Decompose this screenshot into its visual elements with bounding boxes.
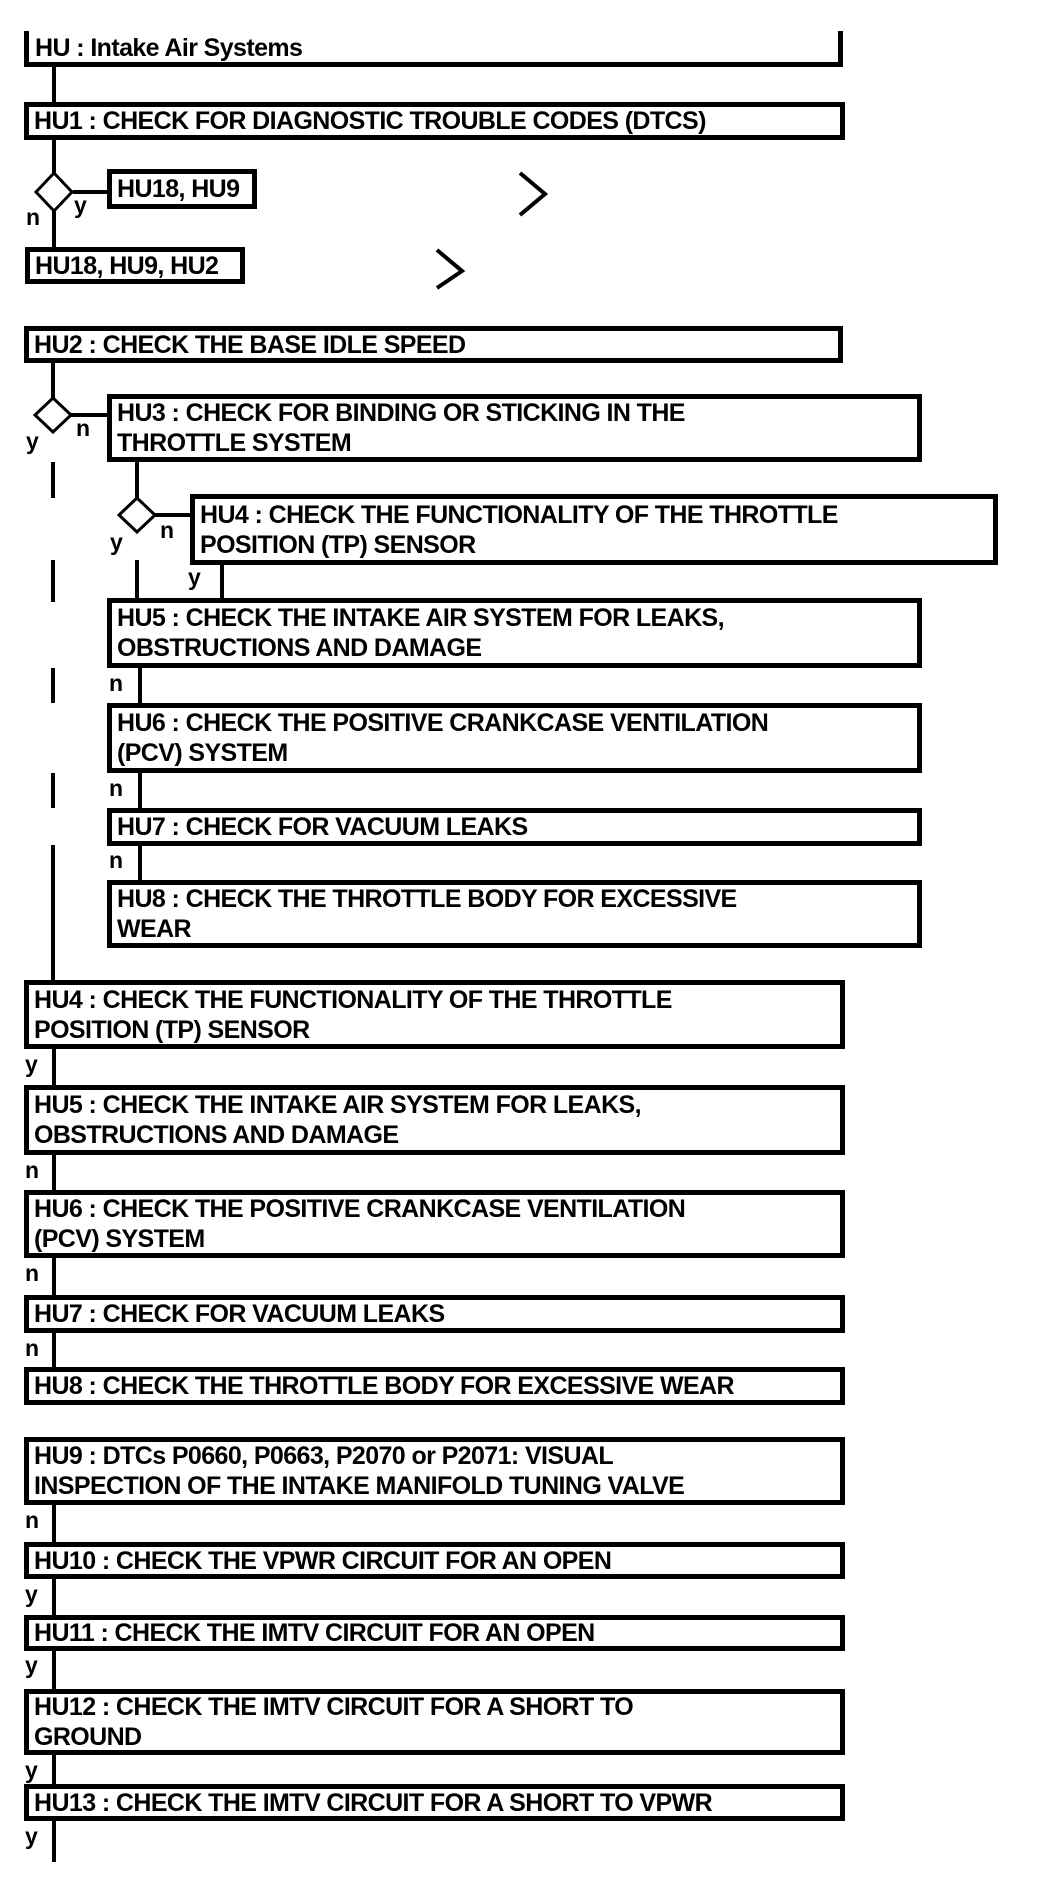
branch-label-no: n (25, 1335, 39, 1361)
node-hu4-nested[interactable]: HU4 : CHECK THE FUNCTIONALITY OF THE THR… (190, 494, 998, 565)
node-hu12-line: HU12 : CHECK THE IMTV CIRCUIT FOR A SHOR… (34, 1693, 634, 1721)
node-ref-line: HU18, HU9 (117, 175, 240, 203)
node-hu3-line: HU3 : CHECK FOR BINDING OR STICKING IN T… (117, 399, 685, 427)
node-hu5-line: OBSTRUCTIONS AND DAMAGE (117, 634, 482, 662)
branch-label-no: n (25, 1157, 39, 1183)
decision-diamond-icon (32, 395, 74, 435)
node-hu11[interactable]: HU11 : CHECK THE IMTV CIRCUIT FOR AN OPE… (24, 1615, 845, 1651)
node-hu5[interactable]: HU5 : CHECK THE INTAKE AIR SYSTEM FOR LE… (24, 1085, 845, 1155)
node-hu8-line: WEAR (117, 915, 192, 943)
title-bracket: HU : Intake Air Systems (24, 31, 843, 67)
node-hu9[interactable]: HU9 : DTCs P0660, P0663, P2070 or P2071:… (24, 1437, 845, 1505)
branch-label-yes: y (25, 1757, 38, 1783)
node-hu11-line: HU11 : CHECK THE IMTV CIRCUIT FOR AN OPE… (34, 1619, 595, 1647)
node-hu7-line: HU7 : CHECK FOR VACUUM LEAKS (117, 813, 528, 841)
node-hu4-line: HU4 : CHECK THE FUNCTIONALITY OF THE THR… (200, 500, 838, 529)
node-hu4-line: POSITION (TP) SENSOR (200, 530, 476, 559)
node-hu5-line: OBSTRUCTIONS AND DAMAGE (34, 1121, 399, 1149)
branch-label-yes: y (74, 192, 87, 218)
node-hu9-line: INSPECTION OF THE INTAKE MANIFOLD TUNING… (34, 1472, 685, 1500)
node-hu7-line: HU7 : CHECK FOR VACUUM LEAKS (34, 1300, 445, 1328)
node-hu6-line: HU6 : CHECK THE POSITIVE CRANKCASE VENTI… (117, 709, 769, 737)
node-hu6-line: (PCV) SYSTEM (34, 1225, 205, 1253)
node-hu10-line: HU10 : CHECK THE VPWR CIRCUIT FOR AN OPE… (34, 1546, 612, 1575)
node-hu5-nested[interactable]: HU5 : CHECK THE INTAKE AIR SYSTEM FOR LE… (107, 598, 922, 668)
decision-diamond-icon (33, 170, 75, 214)
branch-label-no: n (76, 415, 90, 441)
node-hu4-line: HU4 : CHECK THE FUNCTIONALITY OF THE THR… (34, 985, 672, 1014)
node-hu1-line: HU1 : CHECK FOR DIAGNOSTIC TROUBLE CODES… (34, 107, 706, 135)
branch-label-no: n (160, 517, 174, 543)
branch-label-no: n (26, 204, 40, 230)
page-title: HU : Intake Air Systems (35, 34, 303, 62)
node-hu10[interactable]: HU10 : CHECK THE VPWR CIRCUIT FOR AN OPE… (24, 1542, 845, 1579)
node-hu6[interactable]: HU6 : CHECK THE POSITIVE CRANKCASE VENTI… (24, 1190, 845, 1258)
branch-label-no: n (109, 847, 123, 873)
branch-label-yes: y (25, 1051, 38, 1077)
node-hu7-nested[interactable]: HU7 : CHECK FOR VACUUM LEAKS (107, 808, 922, 846)
branch-label-yes: y (110, 529, 123, 555)
branch-label-yes: y (188, 564, 201, 590)
node-hu12-line: GROUND (34, 1723, 142, 1751)
node-hu6-line: HU6 : CHECK THE POSITIVE CRANKCASE VENTI… (34, 1195, 686, 1223)
node-hu4-line: POSITION (TP) SENSOR (34, 1015, 310, 1044)
node-hu8-nested[interactable]: HU8 : CHECK THE THROTTLE BODY FOR EXCESS… (107, 880, 922, 948)
branch-label-yes: y (26, 428, 39, 454)
node-ref-line: HU18, HU9, HU2 (35, 251, 219, 280)
branch-label-no: n (25, 1260, 39, 1286)
node-hu5-line: HU5 : CHECK THE INTAKE AIR SYSTEM FOR LE… (117, 604, 725, 632)
node-hu8-line: HU8 : CHECK THE THROTTLE BODY FOR EXCESS… (34, 1372, 735, 1400)
node-hu9-line: HU9 : DTCs P0660, P0663, P2070 or P2071:… (34, 1442, 614, 1470)
node-hu3-line: THROTTLE SYSTEM (117, 429, 352, 457)
node-hu2-line: HU2 : CHECK THE BASE IDLE SPEED (34, 330, 466, 359)
node-hu13[interactable]: HU13 : CHECK THE IMTV CIRCUIT FOR A SHOR… (24, 1784, 845, 1821)
node-hu5-line: HU5 : CHECK THE INTAKE AIR SYSTEM FOR LE… (34, 1091, 642, 1119)
continuation-chevron-icon (518, 171, 549, 217)
node-hu6-nested[interactable]: HU6 : CHECK THE POSITIVE CRANKCASE VENTI… (107, 703, 922, 773)
node-hu8[interactable]: HU8 : CHECK THE THROTTLE BODY FOR EXCESS… (24, 1367, 845, 1405)
decision-diamond-icon (116, 495, 158, 535)
node-hu7[interactable]: HU7 : CHECK FOR VACUUM LEAKS (24, 1295, 845, 1333)
branch-label-yes: y (25, 1823, 38, 1849)
branch-label-yes: y (25, 1581, 38, 1607)
node-hu12[interactable]: HU12 : CHECK THE IMTV CIRCUIT FOR A SHOR… (24, 1689, 845, 1755)
node-hu2[interactable]: HU2 : CHECK THE BASE IDLE SPEED (24, 326, 843, 363)
node-hu4[interactable]: HU4 : CHECK THE FUNCTIONALITY OF THE THR… (24, 980, 845, 1049)
node-hu6-line: (PCV) SYSTEM (117, 739, 288, 767)
node-hu1[interactable]: HU1 : CHECK FOR DIAGNOSTIC TROUBLE CODES… (24, 102, 845, 140)
node-hu3[interactable]: HU3 : CHECK FOR BINDING OR STICKING IN T… (107, 394, 922, 462)
branch-label-yes: y (25, 1652, 38, 1678)
branch-label-no: n (109, 670, 123, 696)
node-hu13-line: HU13 : CHECK THE IMTV CIRCUIT FOR A SHOR… (34, 1788, 713, 1817)
node-ref-hu18-hu9-hu2[interactable]: HU18, HU9, HU2 (25, 247, 245, 284)
continuation-chevron-icon (435, 248, 466, 290)
branch-label-no: n (25, 1507, 39, 1533)
branch-label-no: n (109, 775, 123, 801)
node-ref-hu18-hu9[interactable]: HU18, HU9 (107, 169, 257, 209)
node-hu8-line: HU8 : CHECK THE THROTTLE BODY FOR EXCESS… (117, 885, 737, 913)
